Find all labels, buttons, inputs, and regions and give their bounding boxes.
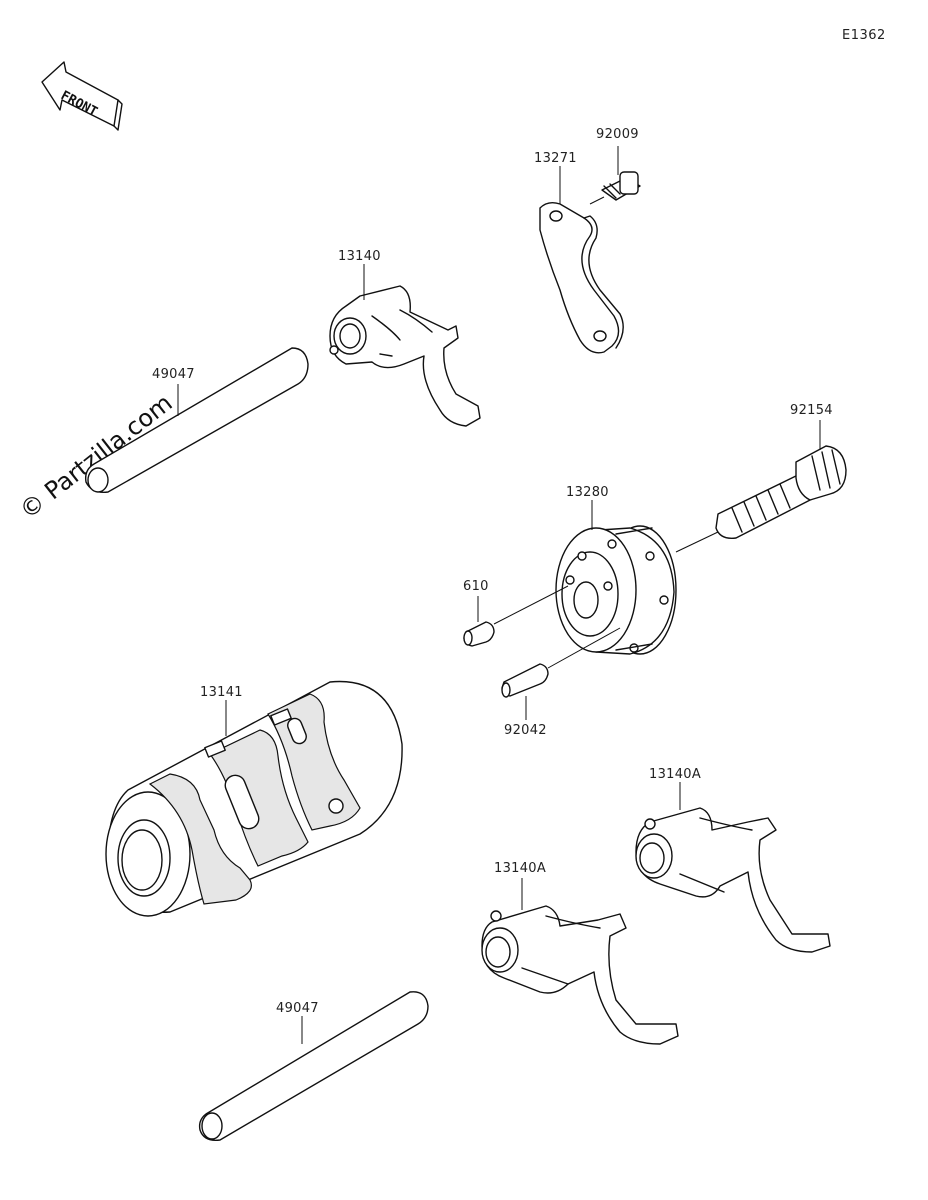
label-13140A-left[interactable]: 13140A bbox=[494, 861, 546, 876]
shift-fork-13140[interactable] bbox=[329, 264, 481, 427]
label-49047-top[interactable]: 49047 bbox=[152, 367, 195, 382]
pin-610[interactable] bbox=[463, 585, 569, 647]
label-49047-bottom[interactable]: 49047 bbox=[276, 1001, 319, 1016]
screw-92009[interactable] bbox=[589, 146, 641, 205]
label-92009[interactable]: 92009 bbox=[596, 127, 639, 142]
shift-fork-13140A-right[interactable] bbox=[635, 782, 831, 953]
rod-49047-top[interactable] bbox=[84, 347, 309, 493]
label-13141[interactable]: 13141 bbox=[200, 685, 243, 700]
rod-49047-bottom[interactable] bbox=[198, 991, 429, 1141]
label-13140A-right[interactable]: 13140A bbox=[649, 767, 701, 782]
label-13140[interactable]: 13140 bbox=[338, 249, 381, 264]
label-13271[interactable]: 13271 bbox=[534, 151, 577, 166]
bolt-92154[interactable] bbox=[675, 420, 847, 553]
bracket-13271[interactable] bbox=[539, 166, 624, 354]
label-92042[interactable]: 92042 bbox=[504, 723, 547, 738]
front-arrow-icon: FRONT bbox=[41, 61, 123, 131]
diagram-code: E1362 bbox=[842, 28, 886, 43]
shift-drum-13141[interactable] bbox=[105, 680, 403, 917]
shift-drum-cam-13280[interactable] bbox=[555, 500, 677, 655]
label-92154[interactable]: 92154 bbox=[790, 403, 833, 418]
shift-fork-13140A-left[interactable] bbox=[481, 878, 679, 1045]
pin-92042[interactable] bbox=[501, 627, 621, 720]
label-610[interactable]: 610 bbox=[463, 579, 489, 594]
label-13280[interactable]: 13280 bbox=[566, 485, 609, 500]
